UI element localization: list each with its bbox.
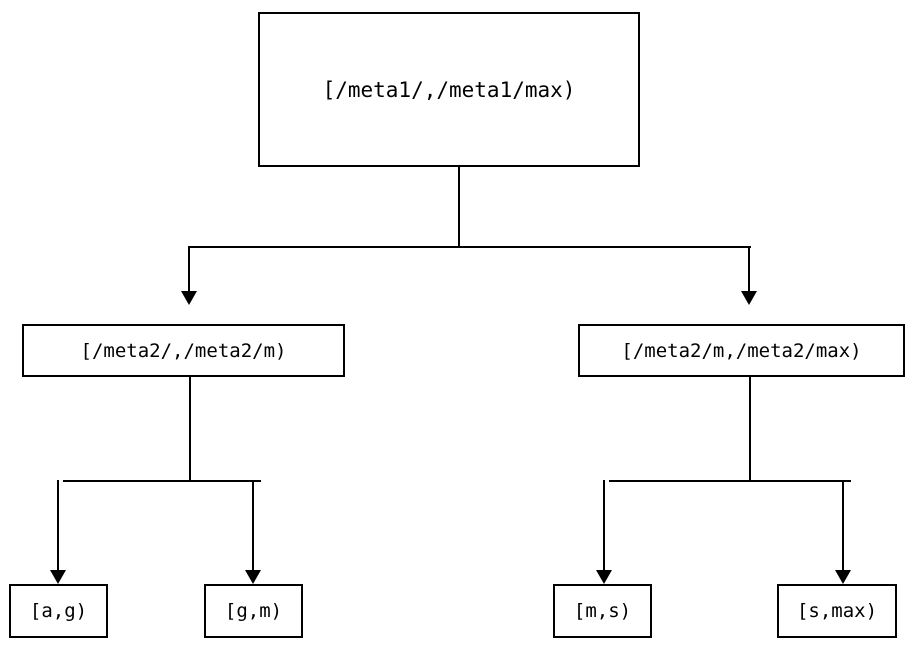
edge-root-to-mid-right-drop	[748, 246, 750, 292]
edge-mid-left-to-leaf-g-m-drop	[252, 480, 254, 571]
edge-mid-right-horizontal-bar	[609, 480, 851, 482]
arrowhead-to-leaf-m-s-icon	[596, 570, 612, 584]
edge-root-horizontal-bar	[189, 246, 751, 248]
arrowhead-to-mid-right-icon	[741, 291, 757, 305]
arrowhead-to-leaf-s-max-icon	[835, 570, 851, 584]
tree-node-leaf-g-m[interactable]: [g,m)	[204, 584, 303, 638]
tree-node-mid-right[interactable]: [/meta2/m,/meta2/max)	[578, 324, 905, 377]
tree-node-leaf-m-s[interactable]: [m,s)	[553, 584, 652, 638]
edge-mid-right-stem	[749, 377, 751, 482]
edge-mid-right-to-leaf-m-s-drop	[603, 480, 605, 571]
edge-root-to-mid-left-drop	[188, 246, 190, 292]
edge-mid-left-stem	[189, 377, 191, 482]
edge-mid-right-to-leaf-s-max-drop	[842, 480, 844, 571]
tree-node-leaf-s-max[interactable]: [s,max)	[777, 584, 897, 638]
arrowhead-to-mid-left-icon	[181, 291, 197, 305]
arrowhead-to-leaf-a-g-icon	[50, 570, 66, 584]
edge-mid-left-horizontal-bar	[63, 480, 261, 482]
tree-node-leaf-a-g[interactable]: [a,g)	[9, 584, 108, 638]
edge-root-stem	[458, 167, 460, 248]
tree-node-mid-left[interactable]: [/meta2/,/meta2/m)	[22, 324, 345, 377]
edge-mid-left-to-leaf-a-g-drop	[57, 480, 59, 571]
tree-node-root[interactable]: [/meta1/,/meta1/max)	[258, 12, 640, 167]
arrowhead-to-leaf-g-m-icon	[245, 570, 261, 584]
